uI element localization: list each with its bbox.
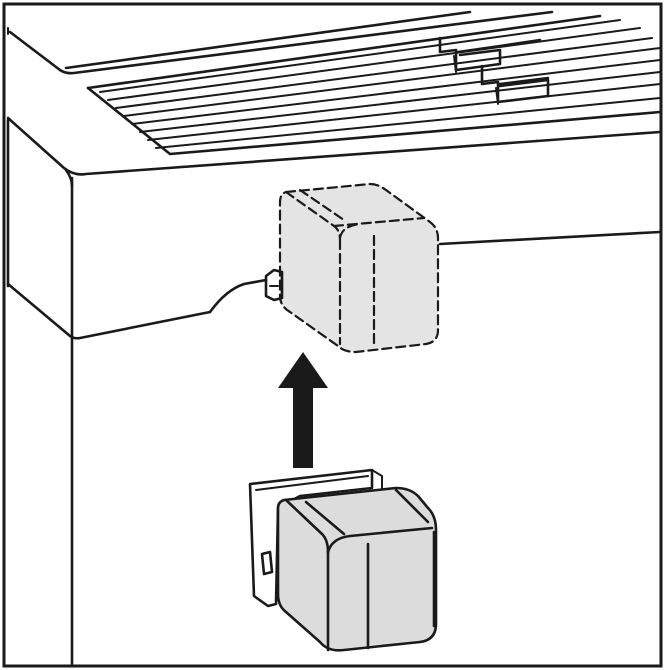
vent-grille <box>86 14 662 156</box>
insert-direction-arrow <box>278 352 328 468</box>
installed-position-outline <box>264 182 440 354</box>
appliance-front-panel <box>6 118 662 666</box>
appliance-top-surface <box>6 10 662 176</box>
removable-cap-part <box>248 468 438 652</box>
